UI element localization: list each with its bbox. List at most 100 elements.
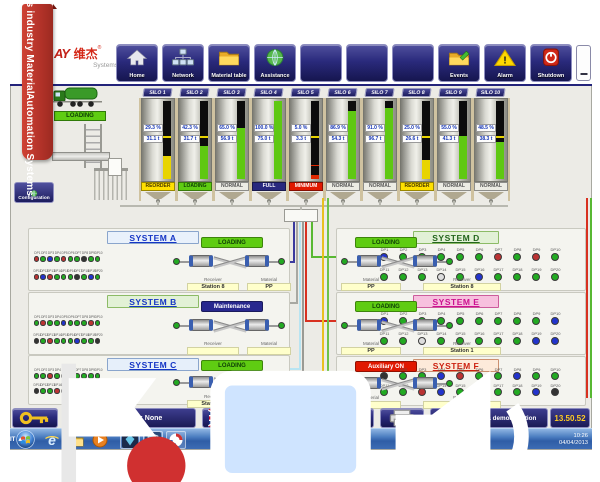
tray-language-indicator[interactable]: IT bbox=[10, 436, 16, 443]
led-label: DP7 bbox=[75, 368, 82, 372]
silo-status-badge: REORDER bbox=[400, 182, 434, 191]
toolbar-button-material-table[interactable]: Material table bbox=[208, 44, 250, 82]
dp-led bbox=[512, 317, 521, 325]
toolbar-button-alarm[interactable]: !Alarm bbox=[484, 44, 526, 82]
toolbar-button-blank-7[interactable] bbox=[392, 44, 434, 82]
dp-led bbox=[531, 337, 540, 345]
pipe-segment bbox=[299, 222, 301, 369]
silo-weight: 26.6 t bbox=[402, 135, 422, 143]
power-toggle[interactable] bbox=[576, 45, 591, 81]
tray-flag-icon[interactable] bbox=[25, 349, 200, 482]
toolbar-button-events[interactable]: Events bbox=[438, 44, 480, 82]
led-label: DP8 bbox=[81, 368, 89, 372]
dp-led bbox=[436, 337, 445, 345]
led-label: DP16 bbox=[474, 267, 485, 272]
login-key-button[interactable] bbox=[12, 408, 58, 428]
led-label: DP7 bbox=[494, 311, 503, 316]
toolbar-button-blank-5[interactable] bbox=[300, 44, 342, 82]
silo-pipe-stub bbox=[342, 201, 344, 206]
reorder-level-tick bbox=[311, 136, 319, 138]
dp-led bbox=[74, 338, 80, 344]
dp-led bbox=[81, 320, 87, 326]
silo-level-track bbox=[385, 101, 393, 179]
toolbar-button-label: Assistance bbox=[260, 73, 290, 79]
silo-hopper bbox=[182, 192, 208, 199]
silo-level-fill bbox=[200, 146, 208, 179]
led-label: DP3 bbox=[418, 247, 427, 252]
toolbar-button-network[interactable]: Network bbox=[162, 44, 204, 82]
silo-weight: 41.3 t bbox=[439, 135, 459, 143]
silo-status-badge: NORMAL bbox=[326, 182, 360, 191]
silo-weight: 54.3 t bbox=[328, 135, 348, 143]
led-label: DP8 bbox=[81, 251, 89, 255]
pipe-stub bbox=[437, 261, 446, 263]
toolbar-button-assistance[interactable]: Assistance bbox=[254, 44, 296, 82]
tray-clock[interactable]: 10:26 04/04/2013 bbox=[559, 433, 588, 446]
line-led bbox=[446, 258, 453, 265]
field-value-receiver bbox=[187, 347, 239, 355]
dp-led bbox=[33, 274, 40, 280]
pump-icon bbox=[413, 319, 437, 331]
silo-weight: 31.7 t bbox=[180, 135, 200, 143]
dp-led bbox=[94, 373, 101, 379]
station-filter-box bbox=[108, 158, 122, 176]
led-label: DP3 bbox=[47, 315, 55, 319]
silo-name-tab: SILO 7 bbox=[364, 88, 395, 97]
network-icon bbox=[171, 48, 195, 67]
dp-led bbox=[33, 373, 40, 379]
windows-start-button[interactable] bbox=[16, 430, 35, 449]
silo-level-track bbox=[496, 101, 504, 179]
dp-led bbox=[474, 253, 483, 261]
station-loading-badge: LOADING bbox=[54, 111, 106, 121]
dp-led bbox=[33, 388, 40, 394]
line-led bbox=[278, 322, 285, 329]
led-label: DP20 bbox=[94, 333, 103, 337]
dp-led bbox=[54, 338, 60, 344]
toolbar-button-home[interactable]: Home bbox=[116, 44, 158, 82]
dp-led bbox=[474, 317, 483, 325]
silo-percent: 29.3 % bbox=[143, 124, 163, 132]
toolbar-button-label: Material table bbox=[211, 73, 247, 79]
tray-speaker-icon[interactable] bbox=[381, 349, 556, 482]
line-led bbox=[173, 379, 180, 386]
toolbar-button-blank-6[interactable] bbox=[346, 44, 388, 82]
dp-led bbox=[379, 337, 388, 345]
dp-led bbox=[436, 273, 445, 281]
led-label: DP17 bbox=[493, 383, 504, 388]
dp-led bbox=[379, 273, 388, 281]
led-label: DP19 bbox=[87, 333, 96, 337]
pipe-segment bbox=[311, 222, 313, 257]
pipe-segment bbox=[296, 222, 298, 303]
dp-led bbox=[436, 388, 445, 396]
assistance-icon bbox=[263, 48, 287, 67]
tray-up-arrow-icon[interactable]: ▴ bbox=[18, 436, 22, 443]
silo-leg bbox=[139, 98, 141, 201]
ie-taskbar-icon[interactable]: e bbox=[44, 432, 60, 448]
system-tray[interactable]: IT ▴ 10:26 04/04/2013 bbox=[10, 364, 588, 482]
dp-led bbox=[40, 388, 46, 394]
led-label: DP12 bbox=[398, 331, 409, 336]
tray-monitor-icon[interactable] bbox=[203, 349, 378, 482]
pipe-stub bbox=[180, 261, 189, 263]
silo-pipe-stub bbox=[157, 201, 159, 206]
led-label: DP19 bbox=[531, 267, 542, 272]
pump-icon bbox=[245, 319, 269, 331]
silo-leg bbox=[176, 98, 178, 201]
led-label: DP2 bbox=[41, 315, 48, 319]
led-label: DP14 bbox=[436, 267, 447, 272]
dp-led bbox=[474, 372, 483, 380]
field-label-material: Material bbox=[260, 341, 277, 346]
configuration-button[interactable]: Configuration bbox=[14, 182, 54, 203]
toolbar-button-shutdown[interactable]: Shutdown bbox=[530, 44, 572, 82]
led-label: DP9 bbox=[532, 311, 541, 316]
